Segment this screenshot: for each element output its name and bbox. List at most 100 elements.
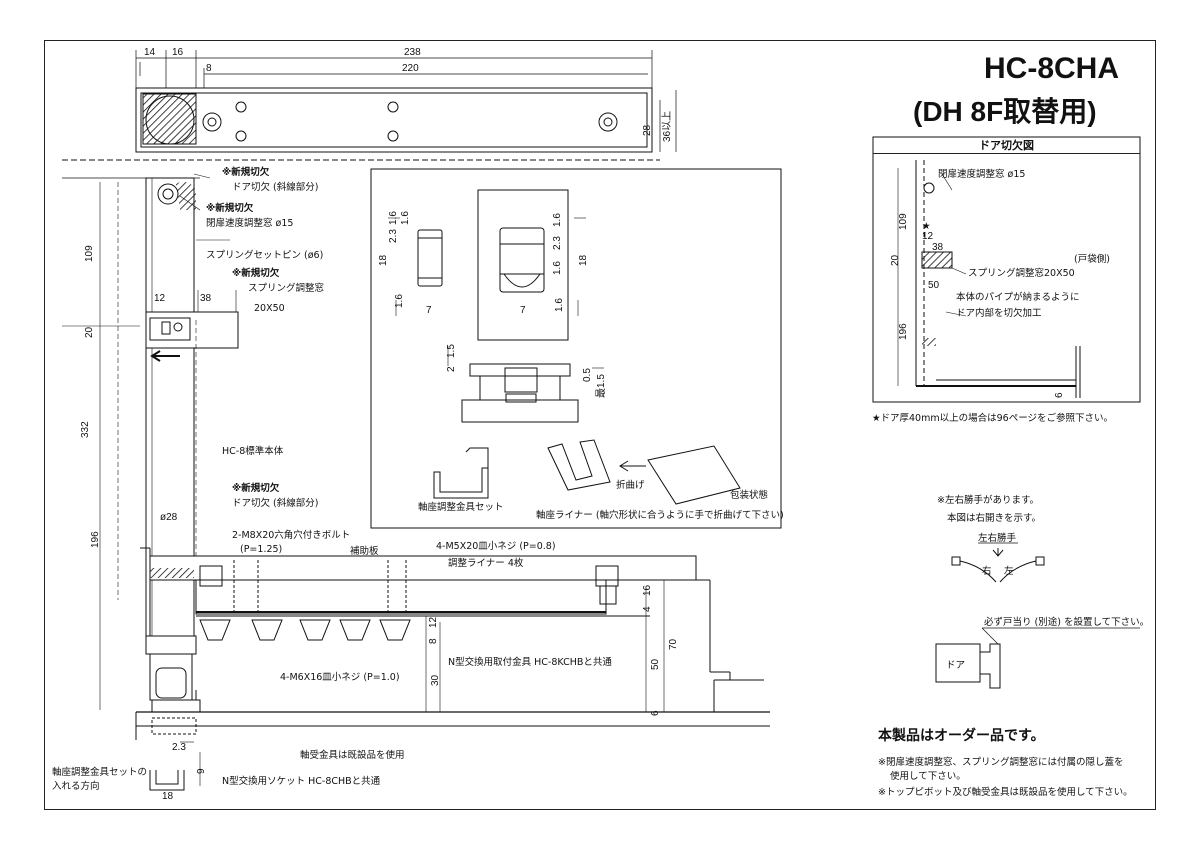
bracket xyxy=(195,579,607,615)
dim-label: 196 xyxy=(898,323,909,340)
cutout-speed-window-label: 閉扉速度調整窓 ø15 xyxy=(938,168,1025,180)
dim-label: 4 xyxy=(642,606,653,612)
adjust-direction-label: 軸座調整金具セットの xyxy=(52,766,147,778)
dim-label: 1.6 xyxy=(552,213,563,227)
new-cut-label: ※新規切欠 xyxy=(232,267,280,279)
bolt-pitch-label: (P=1.25) xyxy=(240,544,282,555)
dim-label: 238 xyxy=(404,47,421,58)
detail-view-labels: 軸座調整金具セット 折曲げ 包装状態 軸座ライナー (軸穴形状に合うように手で折… xyxy=(418,479,784,521)
hand-diagram xyxy=(951,542,1045,583)
cutout-frame xyxy=(872,136,1141,403)
top-view xyxy=(62,50,677,161)
dim-label: 30 xyxy=(430,674,441,686)
aux-plate-label: 補助板 xyxy=(350,545,379,557)
hand-note-label: 本図は右開きを示す。 xyxy=(947,512,1041,524)
bearing-label: 軸受金具は既設品を使用 xyxy=(300,749,405,761)
dim-label: 1.6 xyxy=(552,261,563,275)
notes-text: ※左右勝手があります。 本図は右開きを示す。 左右勝手 右 左 必ず戸当り (別… xyxy=(872,412,1149,671)
detail-view-dims: 1.6 2.3 1.6 18 1.6 7 1.6 2.3 1.6 18 1.6 … xyxy=(378,211,607,398)
dim-label: 36以上 xyxy=(661,111,673,142)
side-cut-hatch xyxy=(176,181,196,210)
top-screw xyxy=(387,130,399,142)
dim-label: 最1.5 xyxy=(595,374,607,398)
door-cut-label: ドア切欠 (斜線部分) xyxy=(232,497,318,509)
pipe-note-label: 本体のパイプが納まるように xyxy=(956,291,1080,303)
dim-label: 109 xyxy=(84,245,95,262)
dim-label: 18 xyxy=(378,254,389,266)
model-subtitle: (DH 8F取替用) xyxy=(913,96,1097,127)
cutout-footnote: ★ドア厚40mm以上の場合は96ページをご参照下さい。 xyxy=(872,412,1113,424)
top-plate xyxy=(135,87,653,153)
dim-label: 12 xyxy=(922,231,934,242)
cutout-spring-window-label: スプリング調整窓20X50 xyxy=(968,267,1075,279)
socket-label: N型交換用ソケット HC-8CHBと共通 xyxy=(222,775,381,787)
cutout-view-labels: 閉扉速度調整窓 ø15 (戸袋側) スプリング調整窓20X50 本体のパイプが納… xyxy=(938,168,1110,319)
door-label: ドア xyxy=(946,660,965,671)
dim-label: 12 xyxy=(428,616,439,628)
dim-label: 196 xyxy=(90,531,101,548)
liner-label: 調整ライナー 4枚 xyxy=(448,557,524,569)
hand-note-label: ※左右勝手があります。 xyxy=(937,494,1039,506)
dim-label: 20 xyxy=(890,254,901,266)
dim-label: 16 xyxy=(642,584,653,596)
door-stop-diagram xyxy=(935,627,1140,689)
dim-label: 12 xyxy=(154,293,166,304)
socket-top xyxy=(145,635,197,655)
hand-label: 左右勝手 xyxy=(978,532,1017,544)
bend-label: 折曲げ xyxy=(616,479,645,491)
dim-label: 16 xyxy=(172,47,184,58)
dim-label: 50 xyxy=(650,658,661,670)
top-view-dims: 14 16 238 8 220 28 36以上 xyxy=(144,47,673,142)
side-view-labels: ※新規切欠 ドア切欠 (斜線部分) ※新規切欠 閉扉速度調整窓 ø15 スプリン… xyxy=(52,166,612,792)
top-hole xyxy=(202,112,222,132)
door-cut-label: ドア切欠 (斜線部分) xyxy=(232,181,318,193)
star-mark: ★ xyxy=(922,221,931,232)
dim-label: 6 xyxy=(650,710,661,716)
dim-label: 109 xyxy=(898,213,909,230)
top-hole-inner xyxy=(603,117,613,127)
dim-label: 6 xyxy=(1054,392,1065,398)
footer-note: 使用して下さい。 xyxy=(890,771,966,782)
dim-label: 2 xyxy=(446,366,457,372)
dim-label: 70 xyxy=(668,638,679,650)
pipe-note-label: ドア内部を切欠加工 xyxy=(956,307,1042,319)
dim-label: 14 xyxy=(144,47,156,58)
bolt-label: 2-M8X20六角穴付きボルト xyxy=(232,529,350,541)
top-screw xyxy=(235,130,247,142)
liner-note-label: 軸座ライナー (軸穴形状に合うように手で折曲げて下さい) xyxy=(536,509,784,521)
bracket-label: N型交換用取付金具 HC-8KCHBと共通 xyxy=(448,656,612,668)
dim-label: 38 xyxy=(200,293,212,304)
dim-label: 28 xyxy=(642,124,653,136)
dim-label: 2.3 xyxy=(172,742,186,753)
dim-label: 38 xyxy=(932,242,944,253)
new-cut-label: ※新規切欠 xyxy=(232,482,280,494)
dim-label: 1.6 xyxy=(554,298,565,312)
top-screw xyxy=(387,101,399,113)
dim-label: ø28 xyxy=(160,512,178,523)
dim-label: 9 xyxy=(196,768,207,774)
side-view-dims: 109 12 38 20 332 196 ø28 70 50 30 8 12 4… xyxy=(80,245,679,802)
left-label: 左 xyxy=(1004,565,1014,577)
dim-label: 0.5 xyxy=(582,368,593,382)
screw-m5-label: 4-M5X20皿小ネジ (P=0.8) xyxy=(436,541,556,552)
right-label: 右 xyxy=(982,565,992,577)
drawing-frame xyxy=(44,40,1156,810)
top-plate-inner xyxy=(140,92,648,148)
door-stop-note: 必ず戸当り (別途) を設置して下さい。 xyxy=(984,616,1149,628)
dim-label: 7 xyxy=(520,305,526,316)
spring-pin-label: スプリングセットピン (ø6) xyxy=(206,249,323,261)
new-cut-label: ※新規切欠 xyxy=(206,202,254,214)
pocket-side-label: (戸袋側) xyxy=(1074,253,1110,265)
screw-m6-label: 4-M6X16皿小ネジ (P=1.0) xyxy=(280,672,400,683)
top-hole xyxy=(598,112,618,132)
model-title: HC-8CHA xyxy=(984,52,1119,85)
body-label: HC-8標準本体 xyxy=(222,445,284,457)
dim-label: 332 xyxy=(80,421,91,438)
cutout-view-dims: 109 12 38 20 50 196 6 ★ xyxy=(890,213,1065,398)
dim-label: 1.5 xyxy=(446,344,457,358)
top-pivot-circle xyxy=(145,95,195,145)
order-note-title: 本製品はオーダー品です。 xyxy=(878,728,1045,744)
new-cut-label: ※新規切欠 xyxy=(222,166,270,178)
dim-label: 7 xyxy=(426,305,432,316)
spring-window-size: 20X50 xyxy=(254,303,285,314)
